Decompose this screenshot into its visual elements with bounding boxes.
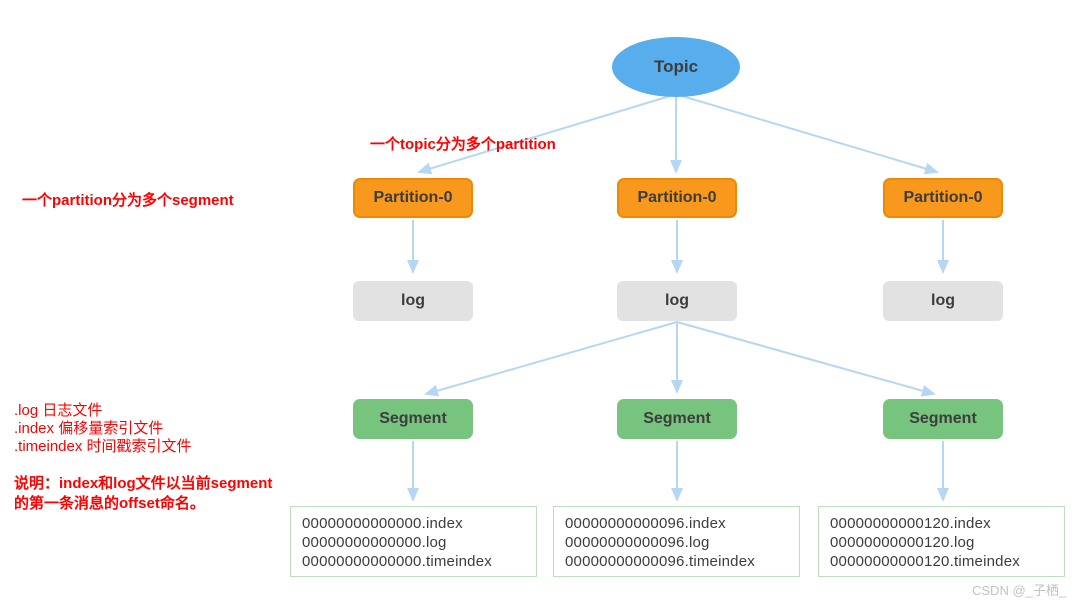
file-name: 00000000000120.timeindex bbox=[830, 553, 1020, 570]
file-name: 00000000000120.log bbox=[830, 534, 975, 551]
annotation-topic-split: 一个topic分为多个partition bbox=[370, 136, 556, 153]
partition-label: Partition-0 bbox=[373, 189, 453, 206]
legend-line-timeindex: .timeindex 时间戳索引文件 bbox=[14, 438, 192, 455]
segment-label: Segment bbox=[379, 410, 447, 427]
file-name: 00000000000120.index bbox=[830, 515, 991, 532]
segment-file-list-2: 00000000000096.index 00000000000096.log … bbox=[553, 506, 800, 577]
annotation-naming-remark: 说明：index和log文件以当前segment 的第一条消息的offset命名… bbox=[14, 474, 272, 514]
file-name: 00000000000096.index bbox=[565, 515, 726, 532]
log-label: log bbox=[931, 292, 955, 309]
annotation-file-legend: .log 日志文件 .index 偏移量索引文件 .timeindex 时间戳索… bbox=[14, 402, 192, 456]
log-label: log bbox=[665, 292, 689, 309]
file-name: 00000000000000.index bbox=[302, 515, 463, 532]
connector-topic-partition3 bbox=[681, 95, 939, 175]
file-name: 00000000000096.timeindex bbox=[565, 553, 755, 570]
annotation-partition-split: 一个partition分为多个segment bbox=[22, 192, 234, 209]
segment-label: Segment bbox=[909, 410, 977, 427]
csdn-watermark: CSDN @_子栖_ bbox=[972, 583, 1067, 598]
log-node-1: log bbox=[353, 281, 473, 321]
remark-line-2: 的第一条消息的offset命名。 bbox=[14, 495, 205, 512]
legend-line-log: .log 日志文件 bbox=[14, 402, 103, 419]
segment-node-2: Segment bbox=[617, 399, 737, 439]
file-name: 00000000000096.log bbox=[565, 534, 710, 551]
connector-log-segment1 bbox=[424, 321, 678, 397]
topic-node: Topic bbox=[612, 37, 740, 97]
segment-node-3: Segment bbox=[883, 399, 1003, 439]
connector-log-segment3 bbox=[676, 321, 936, 397]
segment-file-list-3: 00000000000120.index 00000000000120.log … bbox=[818, 506, 1065, 577]
partition-node-1: Partition-0 bbox=[353, 178, 473, 218]
partition-label: Partition-0 bbox=[903, 189, 983, 206]
file-name: 00000000000000.timeindex bbox=[302, 553, 492, 570]
partition-node-3: Partition-0 bbox=[883, 178, 1003, 218]
remark-line-1: 说明：index和log文件以当前segment bbox=[14, 475, 273, 492]
partition-node-2: Partition-0 bbox=[617, 178, 737, 218]
log-node-3: log bbox=[883, 281, 1003, 321]
segment-label: Segment bbox=[643, 410, 711, 427]
topic-label: Topic bbox=[653, 57, 699, 76]
log-node-2: log bbox=[617, 281, 737, 321]
legend-line-index: .index 偏移量索引文件 bbox=[14, 420, 164, 437]
partition-label: Partition-0 bbox=[637, 189, 717, 206]
segment-file-list-1: 00000000000000.index 00000000000000.log … bbox=[290, 506, 537, 577]
file-name: 00000000000000.log bbox=[302, 534, 447, 551]
log-label: log bbox=[401, 292, 425, 309]
segment-node-1: Segment bbox=[353, 399, 473, 439]
